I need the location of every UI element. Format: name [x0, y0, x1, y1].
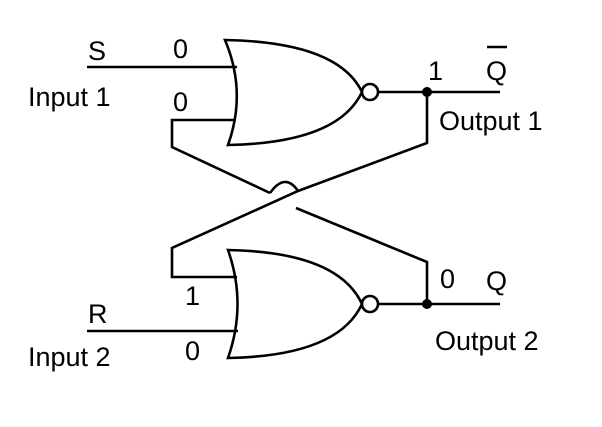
junction-dot-bottom — [422, 299, 432, 309]
label-q-bar: Q — [486, 56, 507, 86]
value-feedback-top: 0 — [173, 87, 188, 117]
nor-gate-top — [223, 38, 364, 147]
wire-feedback-to-output2 — [295, 206, 429, 304]
wire-feedback-crossing — [170, 92, 429, 279]
inversion-bubble-top — [360, 82, 380, 102]
inversion-bubble-bottom — [360, 294, 380, 314]
label-output-2: Output 2 — [435, 326, 539, 356]
wire-hop — [268, 180, 300, 194]
label-input-2: Input 2 — [28, 342, 111, 372]
junction-dot-top — [422, 87, 432, 97]
label-input-1: Input 1 — [28, 82, 111, 112]
value-output-bottom: 0 — [440, 264, 455, 294]
value-output-top: 1 — [428, 56, 443, 86]
wire-feedback-top-input — [170, 118, 271, 195]
label-r: R — [88, 299, 108, 329]
nor-gate-bottom — [226, 248, 364, 360]
value-s-input: 0 — [173, 34, 188, 64]
value-r-input: 0 — [185, 336, 200, 366]
label-s: S — [88, 36, 106, 66]
label-output-1: Output 1 — [439, 106, 543, 136]
value-feedback-bottom: 1 — [185, 281, 200, 311]
label-q: Q — [486, 266, 507, 296]
